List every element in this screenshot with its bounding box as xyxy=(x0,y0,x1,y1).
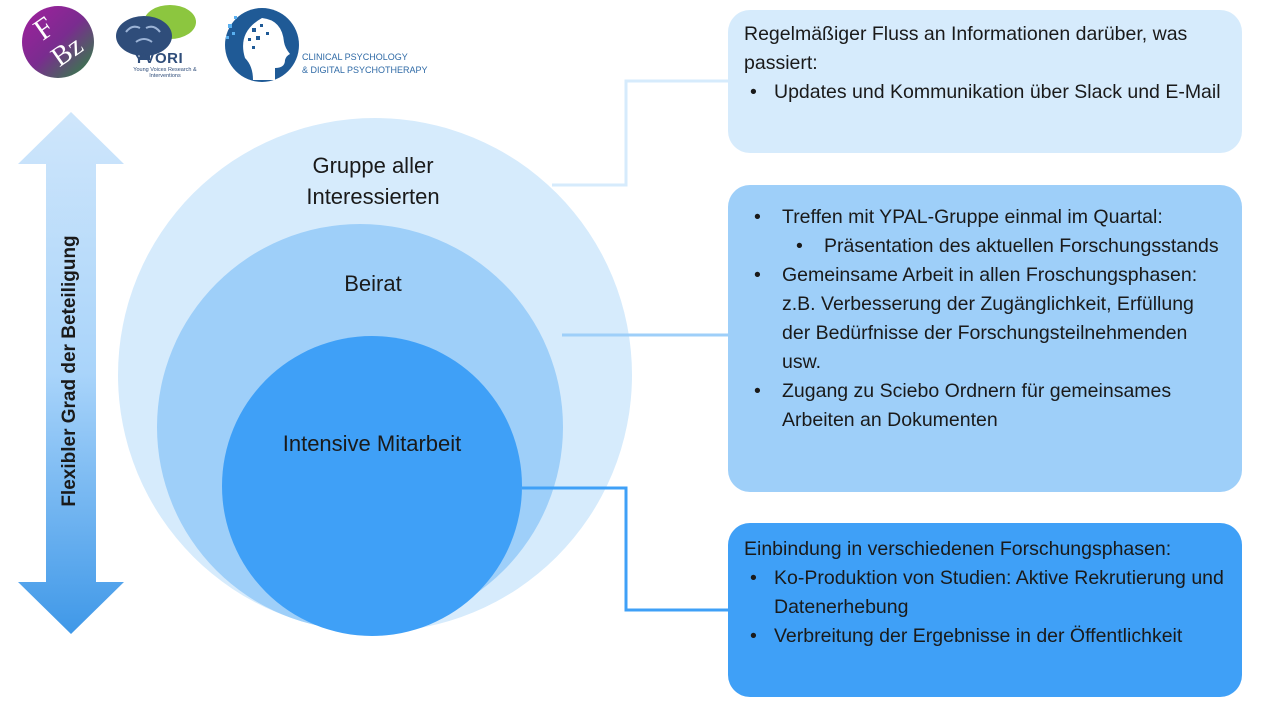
circle-inner-label: Intensive Mitarbeit xyxy=(282,431,462,456)
list-item: Ko-Produktion von Studien: Aktive Rekrut… xyxy=(744,564,1226,622)
info-box-outer-list: Updates und Kommunikation über Slack und… xyxy=(744,78,1226,107)
yvori-brain-icon xyxy=(116,5,196,60)
clinical-logo-line1: CLINICAL PSYCHOLOGY xyxy=(302,52,408,62)
circle-inner xyxy=(222,336,522,636)
list-item: Gemeinsame Arbeit in allen Froschungspha… xyxy=(744,261,1226,377)
list-item: Zugang zu Sciebo Ordnern für gemeinsames… xyxy=(744,377,1226,435)
yvori-logo-subtitle: Young Voices Research & Interventions xyxy=(133,67,197,79)
info-box-inner-list: Ko-Produktion von Studien: Aktive Rekrut… xyxy=(744,564,1226,651)
info-box-middle-sublist: Präsentation des aktuellen Forschungssta… xyxy=(782,232,1226,261)
double-arrow-vertical xyxy=(18,112,124,634)
list-item: Verbreitung der Ergebnisse in der Öffent… xyxy=(744,622,1226,651)
list-item-text: Treffen mit YPAL-Gruppe einmal im Quarta… xyxy=(782,206,1163,228)
info-box-middle-list: Treffen mit YPAL-Gruppe einmal im Quarta… xyxy=(744,203,1226,435)
sublist-item: Präsentation des aktuellen Forschungssta… xyxy=(782,232,1226,261)
clinical-logo-line2: & DIGITAL PSYCHOTHERAPY xyxy=(302,65,428,75)
info-box-outer-intro: Regelmäßiger Fluss an Informationen darü… xyxy=(744,23,1188,74)
head-profile-icon xyxy=(225,8,299,82)
connector-inner xyxy=(522,486,728,612)
list-item: Treffen mit YPAL-Gruppe einmal im Quarta… xyxy=(744,203,1226,261)
connector-outer xyxy=(552,79,728,187)
info-box-inner: Einbindung in verschiedenen Forschungsph… xyxy=(728,523,1242,697)
list-item: Updates und Kommunikation über Slack und… xyxy=(744,78,1226,107)
yvori-logo-title: YVORI xyxy=(134,50,184,67)
circle-outer-label: Gruppe aller Interessierten xyxy=(306,153,440,209)
info-box-outer: Regelmäßiger Fluss an Informationen darü… xyxy=(728,10,1242,153)
info-box-inner-intro: Einbindung in verschiedenen Forschungsph… xyxy=(744,538,1172,560)
circle-middle-label: Beirat xyxy=(344,271,402,296)
info-box-middle: Treffen mit YPAL-Gruppe einmal im Quarta… xyxy=(728,185,1242,492)
fbz-logo: F Bz xyxy=(22,6,94,78)
